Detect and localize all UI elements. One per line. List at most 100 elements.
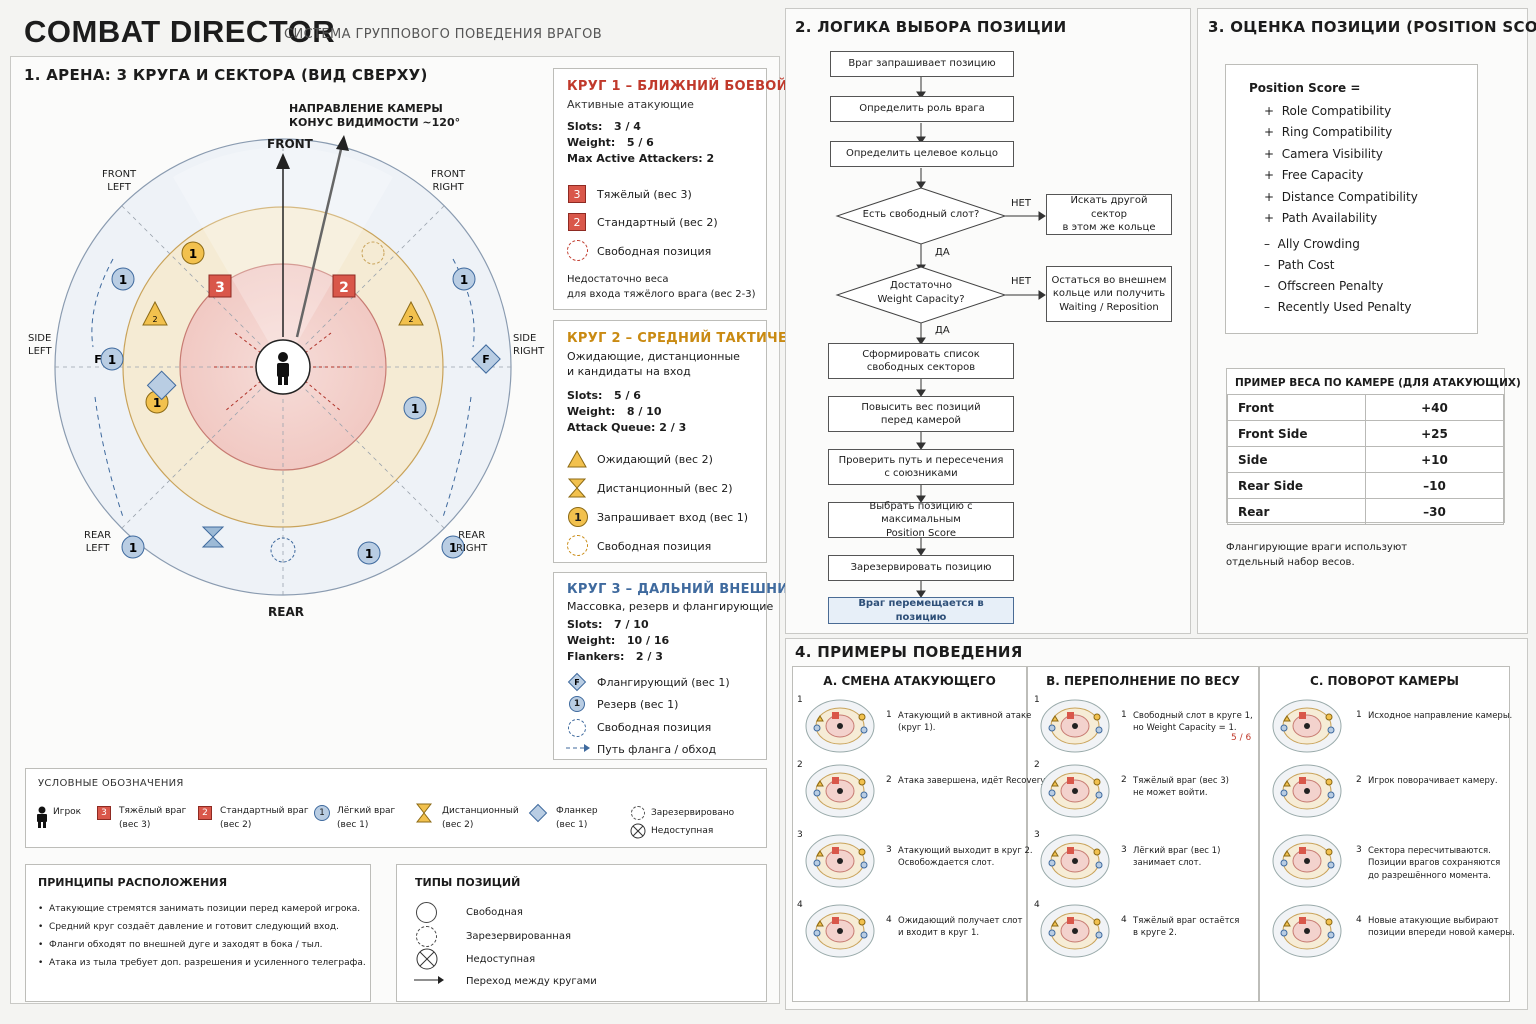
table-row: Rear–30 bbox=[1227, 498, 1504, 525]
legend-item: Дистанционный (вес 2) bbox=[442, 806, 519, 830]
example-title: C. ПОВОРОТ КАМЕРЫ bbox=[1310, 674, 1459, 688]
principles-card: ПРИНЦИПЫ РАСПОЛОЖЕНИЯ • Атакующие стремя… bbox=[25, 864, 371, 1002]
ring3-item: Свободная позиция bbox=[597, 721, 712, 734]
ring2-stat-queue: Attack Queue: 2 / 3 bbox=[567, 421, 687, 434]
examples-title: 4. ПРИМЕРЫ ПОВЕДЕНИЯ bbox=[795, 643, 1023, 661]
logic-title: 2. ЛОГИКА ВЫБОРА ПОЗИЦИИ bbox=[795, 18, 1067, 36]
principle-item: • Атака из тыла требует доп. разрешения … bbox=[38, 958, 366, 968]
svg-text:1: 1 bbox=[411, 402, 419, 416]
score-minus-item: – Recently Used Penalty bbox=[1264, 300, 1412, 314]
svg-text:1: 1 bbox=[189, 247, 197, 261]
light-icon: 1 bbox=[314, 805, 330, 821]
flanker-token: F bbox=[471, 344, 501, 374]
score-minus-item: – Offscreen Penalty bbox=[1264, 279, 1384, 293]
reserve-enemy-token: 1 bbox=[357, 541, 381, 565]
position-types-card: ТИПЫ ПОЗИЦИЙ Свободная Зарезервированная… bbox=[396, 864, 767, 1002]
ring2-stat-weight: Weight: 8 / 10 bbox=[567, 405, 662, 418]
ring2-card: КРУГ 2 – СРЕДНИЙ ТАКТИЧЕСКИЙ Ожидающие, … bbox=[553, 320, 830, 563]
flank-path-icon bbox=[566, 744, 590, 752]
request-icon: 1 bbox=[568, 507, 588, 527]
score-formula: Position Score = + Role Compatibility + … bbox=[1225, 64, 1478, 334]
camera-arrowhead bbox=[336, 135, 349, 151]
front-arrowhead bbox=[276, 153, 290, 169]
reserve-icon: 1 bbox=[569, 696, 585, 712]
table-row: Rear Side–10 bbox=[1227, 472, 1504, 499]
dir-front: FRONT bbox=[267, 137, 313, 151]
yes-label: ДА bbox=[935, 325, 950, 336]
svg-text:1: 1 bbox=[119, 273, 127, 287]
table-row: Front+40 bbox=[1227, 394, 1504, 421]
flanker-token: F bbox=[94, 353, 177, 401]
heavy-icon: 3 bbox=[97, 806, 111, 820]
ring1-item: Тяжёлый (вес 3) bbox=[597, 188, 692, 201]
flow-step: Враг запрашивает позицию bbox=[830, 51, 1014, 77]
ring3-stat-flankers: Flankers: 2 / 3 bbox=[567, 650, 663, 663]
score-plus-item: + Path Availability bbox=[1264, 211, 1378, 225]
svg-text:1: 1 bbox=[153, 396, 161, 410]
example-col-c: C. ПОВОРОТ КАМЕРЫ bbox=[1259, 666, 1510, 1002]
heavy-icon: 3 bbox=[568, 185, 586, 203]
ring1-stat-slots: Slots: 3 / 4 bbox=[567, 120, 641, 133]
score-plus-item: + Free Capacity bbox=[1264, 168, 1364, 182]
svg-text:F: F bbox=[574, 678, 579, 687]
camera-direction-arrow bbox=[295, 144, 344, 338]
ring3-item: Флангирующий (вес 1) bbox=[597, 676, 730, 689]
position-type: Недоступная bbox=[466, 954, 536, 965]
decision-label: Есть свободный слот? bbox=[862, 209, 980, 220]
ring2-item: Ожидающий (вес 2) bbox=[597, 453, 713, 466]
svg-text:2: 2 bbox=[408, 315, 413, 324]
legend-item: Лёгкий враг (вес 1) bbox=[337, 806, 396, 830]
svg-text:1: 1 bbox=[365, 547, 373, 561]
decision-capacity bbox=[835, 266, 1007, 324]
flank-path-left-bottom bbox=[94, 396, 124, 518]
svg-text:1: 1 bbox=[129, 541, 137, 555]
ring3-title: КРУГ 3 – ДАЛЬНИЙ ВНЕШНИЙ bbox=[567, 582, 800, 597]
player-icon bbox=[37, 806, 47, 828]
example-col-b: B. ПЕРЕПОЛНЕНИЕ ПО ВЕСУ bbox=[1027, 666, 1259, 1002]
heavy-enemy-token: 3 bbox=[208, 274, 232, 298]
score-plus-item: + Role Compatibility bbox=[1264, 104, 1392, 118]
dir-rear-left: REAR LEFT bbox=[84, 530, 112, 554]
ring2-item: Свободная позиция bbox=[597, 540, 712, 553]
reserve-enemy-token: 1 bbox=[403, 396, 427, 420]
ring1-title: КРУГ 1 – БЛИЖНИЙ БОЕВОЙ bbox=[567, 79, 788, 94]
table-row: Side+10 bbox=[1227, 446, 1504, 473]
no-label: НЕТ bbox=[1011, 276, 1031, 287]
ring3-stat-slots: Slots: 7 / 10 bbox=[567, 618, 649, 631]
flow-step: Повысить вес позиций перед камерой bbox=[828, 396, 1014, 432]
waiting-enemy-token: 2 bbox=[398, 300, 424, 326]
svg-text:1: 1 bbox=[108, 353, 116, 367]
flow-step: Выбрать позицию с максимальным Position … bbox=[828, 501, 1014, 539]
legend-item: Зарезервировано bbox=[651, 808, 735, 818]
free-slot-icon bbox=[567, 535, 588, 556]
unavailable-position-icon bbox=[416, 948, 438, 970]
legend-title: УСЛОВНЫЕ ОБОЗНАЧЕНИЯ bbox=[38, 778, 184, 789]
dir-side-right: SIDE RIGHT bbox=[513, 333, 545, 357]
free-slot-ring3 bbox=[270, 537, 296, 563]
no-label: НЕТ bbox=[1011, 198, 1031, 209]
ranged-enemy-token bbox=[201, 526, 225, 548]
position-types-title: ТИПЫ ПОЗИЦИЙ bbox=[415, 876, 521, 889]
ring1-stat-attackers: Max Active Attackers: 2 bbox=[567, 152, 715, 165]
flanker-icon bbox=[528, 803, 548, 823]
flow-step: Определить целевое кольцо bbox=[830, 141, 1014, 167]
header: COMBAT DIRECTOR СИСТЕМА ГРУППОВОГО ПОВЕД… bbox=[10, 8, 780, 58]
principle-item: • Атакующие стремятся занимать позиции п… bbox=[38, 904, 361, 914]
svg-text:F: F bbox=[482, 353, 490, 366]
reserve-enemy-token: 1 bbox=[100, 347, 124, 371]
ring3-card: КРУГ 3 – ДАЛЬНИЙ ВНЕШНИЙ Массовка, резер… bbox=[553, 572, 799, 760]
score-minus-item: – Ally Crowding bbox=[1264, 237, 1360, 251]
ring2-item: Дистанционный (вес 2) bbox=[597, 482, 733, 495]
ring1-note: Недостаточно веса для входа тяжёлого вра… bbox=[567, 274, 756, 300]
legend: УСЛОВНЫЕ ОБОЗНАЧЕНИЯ Игрок 3 Тяжёлый вра… bbox=[25, 768, 767, 848]
attack-arrows bbox=[211, 332, 355, 412]
flow-step-final: Враг перемещается в позицию bbox=[828, 597, 1014, 624]
flank-path-right-top bbox=[452, 258, 475, 348]
ring1-item: Стандартный (вес 2) bbox=[597, 216, 718, 229]
page-title: COMBAT DIRECTOR bbox=[24, 14, 336, 49]
score-heading: Position Score = bbox=[1249, 81, 1361, 95]
ring2-desc: Ожидающие, дистанционные и кандидаты на … bbox=[567, 350, 740, 378]
standard-icon: 2 bbox=[568, 213, 586, 231]
reserve-enemy-token: 1 bbox=[441, 535, 465, 559]
ring3-desc: Массовка, резерв и флангирующие bbox=[567, 600, 774, 613]
